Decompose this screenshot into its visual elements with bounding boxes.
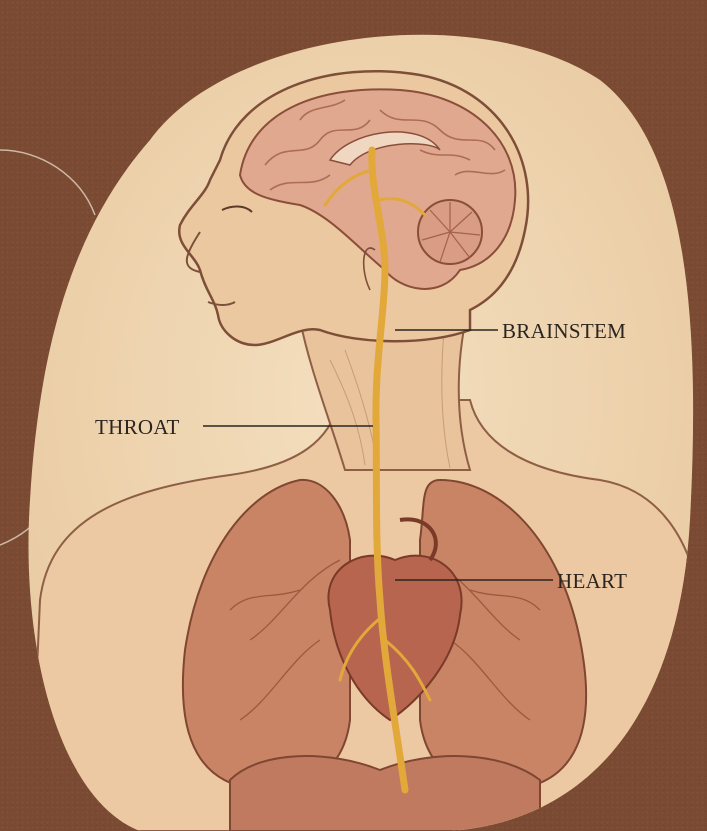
label-brainstem: BRAINSTEM: [502, 319, 626, 343]
abdomen-organs: [230, 756, 540, 831]
decorative-arc-top: [0, 150, 95, 215]
label-throat: THROAT: [95, 415, 180, 439]
label-heart: HEART: [557, 569, 627, 593]
